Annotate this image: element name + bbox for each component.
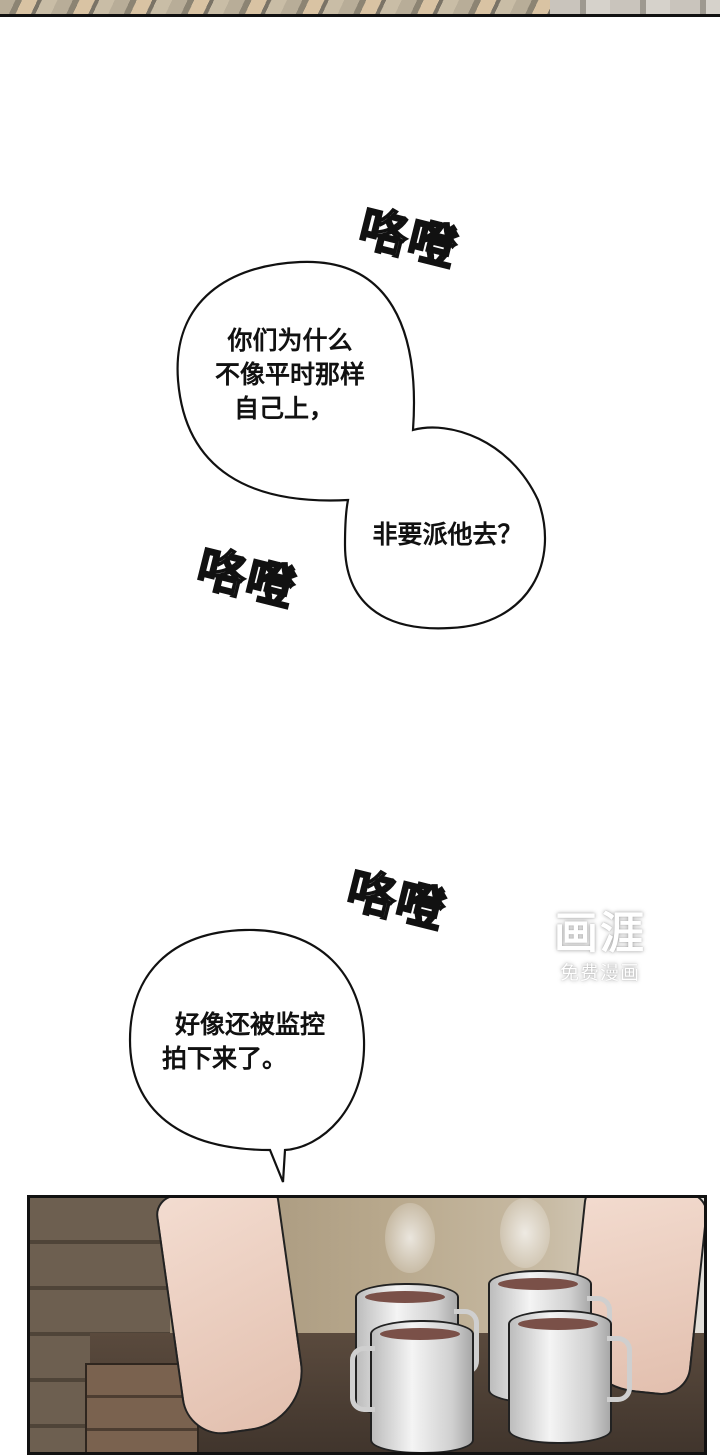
mug <box>508 1310 632 1444</box>
comic-panel-mugs <box>27 1195 707 1455</box>
mug <box>350 1320 474 1452</box>
watermark: 画涯 免费漫画 <box>538 908 662 986</box>
speech-bubble-2: 非要派他去？ <box>360 518 535 552</box>
dialogue-line: 拍下来了。 <box>162 1044 288 1073</box>
dialogue-line: 好像还被监控 <box>174 1010 325 1039</box>
speech-bubble-1: 你们为什么 不像平时那样 自己上， <box>190 324 390 426</box>
watermark-subtitle: 免费漫画 <box>559 962 640 984</box>
watermark-logo: 画涯 <box>554 908 646 959</box>
dialogue-line: 自己上， <box>234 394 335 423</box>
previous-panel-edge <box>0 0 720 17</box>
dialogue-line: 你们为什么 <box>227 326 353 355</box>
dialogue-line: 不像平时那样 <box>214 360 365 389</box>
speech-bubble-3: 好像还被监控 拍下来了。 <box>150 1008 350 1076</box>
dialogue-line: 非要派他去？ <box>372 520 523 549</box>
steam-icon <box>385 1203 435 1273</box>
steam-icon <box>500 1198 550 1268</box>
